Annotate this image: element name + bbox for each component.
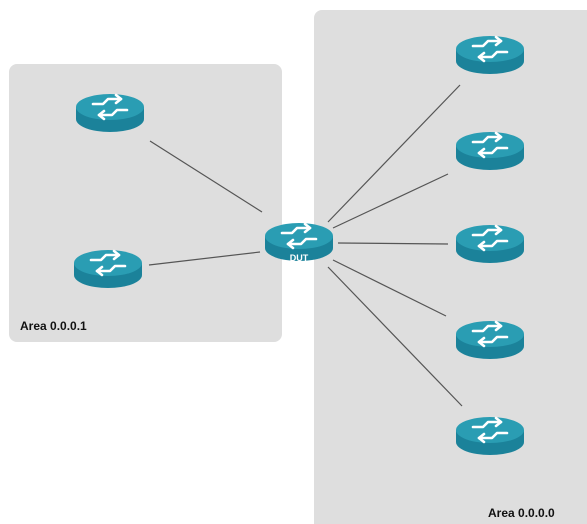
routers-layer: DUT [74, 35, 524, 455]
router-arrows-icon [280, 222, 318, 250]
router-arrows-icon [471, 224, 509, 252]
router-top [74, 250, 142, 276]
router-arrows-icon [471, 131, 509, 159]
link-dut-r-area0-1 [327, 84, 461, 223]
router-arrows-icon [471, 35, 509, 63]
link-dut-r-area0-2 [332, 173, 449, 229]
router-top [456, 321, 524, 347]
dut-label: DUT [290, 253, 309, 263]
area-label-0.0.0.0: Area 0.0.0.0 [488, 506, 555, 520]
link-dut-r-area1-bottom [148, 251, 261, 266]
area-box-0.0.0.1 [9, 64, 282, 342]
router-arrows-icon [89, 249, 127, 277]
router-top [456, 417, 524, 443]
router-icon[interactable] [76, 93, 144, 132]
link-dut-r-area0-4 [332, 259, 447, 317]
router-top [456, 132, 524, 158]
area-box-0.0.0.0 [314, 10, 587, 524]
router-icon[interactable] [456, 224, 524, 263]
router-icon[interactable] [456, 320, 524, 359]
router-top [76, 94, 144, 120]
link-dut-r-area1-top [149, 140, 263, 213]
link-dut-r-area0-3 [337, 242, 449, 245]
router-arrows-icon [471, 320, 509, 348]
link-dut-r-area0-5 [327, 266, 463, 407]
dut-router-icon[interactable]: DUT [265, 222, 333, 263]
router-icon[interactable] [74, 249, 142, 288]
router-icon[interactable] [456, 35, 524, 74]
links-layer [148, 84, 463, 407]
router-top [456, 36, 524, 62]
router-icon[interactable] [456, 416, 524, 455]
router-arrows-icon [91, 93, 129, 121]
router-icon[interactable] [456, 131, 524, 170]
router-top [456, 225, 524, 251]
area-label-0.0.0.1: Area 0.0.0.1 [20, 319, 87, 333]
router-arrows-icon [471, 416, 509, 444]
router-top [265, 223, 333, 249]
